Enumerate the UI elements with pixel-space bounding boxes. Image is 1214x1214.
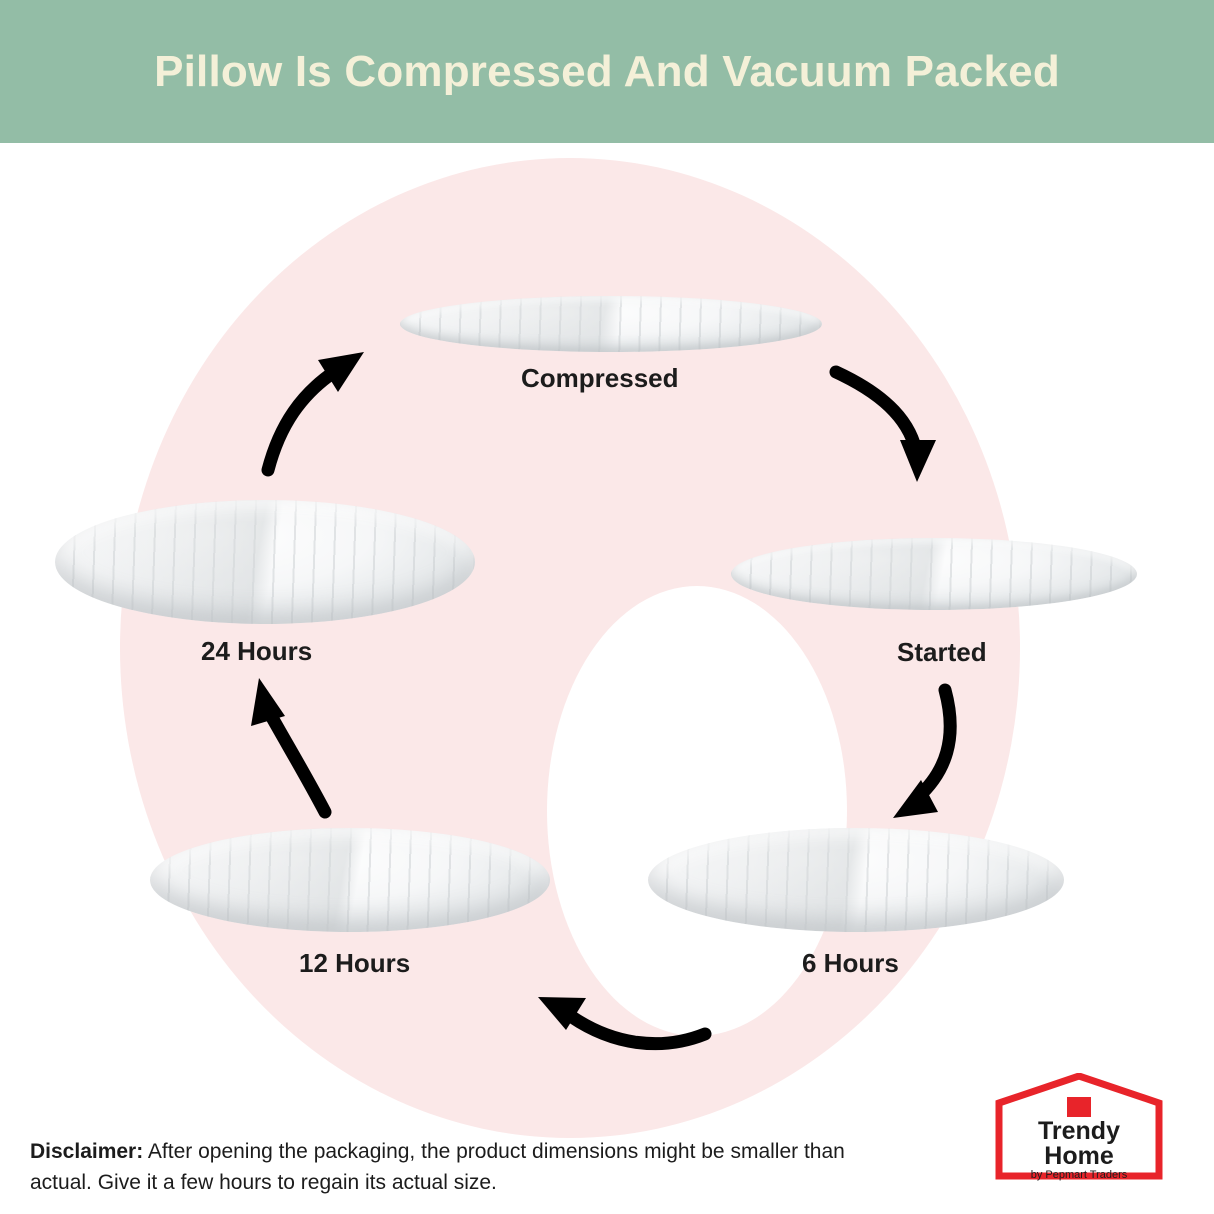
logo-name-line1: Trendy: [1038, 1117, 1120, 1145]
pillow-image-6-hours: [648, 828, 1064, 932]
page-title: Pillow Is Compressed And Vacuum Packed: [154, 46, 1060, 96]
pillow-image-started: [731, 538, 1137, 610]
stage-label-compressed: Compressed: [521, 363, 679, 393]
stage-label-12-hours: 12 Hours: [299, 948, 411, 978]
pillow-shape: [55, 500, 475, 624]
cycle-ring-hole: [547, 586, 847, 1036]
logo-name: Trendy Home: [989, 1119, 1169, 1169]
stage-label-6-hours: 6 Hours: [802, 948, 899, 978]
stage-label-started: Started: [897, 637, 987, 667]
pillow-image-24-hours: [55, 500, 475, 624]
header-banner: Pillow Is Compressed And Vacuum Packed: [0, 0, 1214, 143]
disclaimer: Disclaimer: After opening the packaging,…: [30, 1136, 890, 1198]
stage-label-24-hours: 24 Hours: [201, 636, 313, 666]
logo-tagline: by Pepmart Traders: [1030, 1169, 1128, 1181]
pillow-shape: [400, 296, 822, 352]
disclaimer-text: After opening the packaging, the product…: [30, 1140, 845, 1194]
pillow-image-12-hours: [150, 828, 550, 932]
logo-name-line2: Home: [1044, 1142, 1114, 1170]
disclaimer-label: Disclaimer:: [30, 1140, 144, 1163]
pillow-shape: [150, 828, 550, 932]
pillow-image-compressed: [400, 296, 822, 352]
house-outline-icon: [995, 1072, 1163, 1180]
brand-logo: Trendy Home by Pepmart Traders: [989, 1072, 1169, 1181]
pillow-shape: [731, 538, 1137, 610]
pillow-shape: [648, 828, 1064, 932]
